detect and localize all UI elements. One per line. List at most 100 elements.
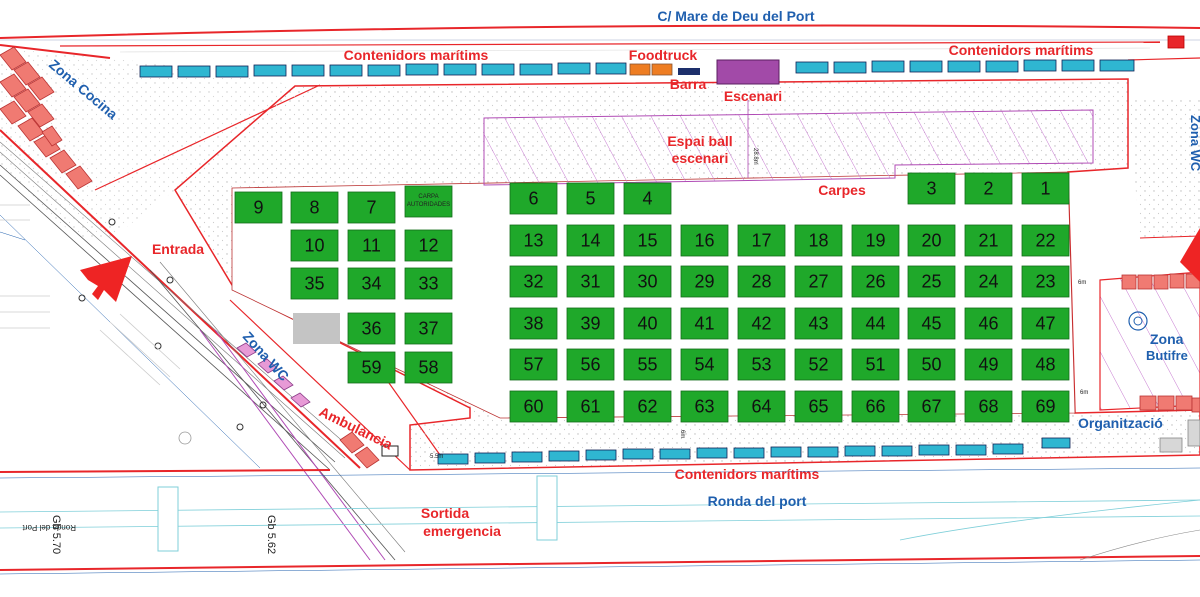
stall-number-6: 6	[528, 189, 538, 209]
stall-number-1: 1	[1040, 179, 1050, 199]
stall-number-41: 41	[694, 314, 714, 334]
carpa-aut-line1: CARPA	[418, 194, 438, 200]
stall-1	[1021, 172, 1070, 205]
stall-number-50: 50	[921, 355, 941, 375]
stall-61	[566, 390, 615, 423]
stall-number-9: 9	[253, 198, 263, 218]
containers-top	[139, 59, 1135, 78]
stall-64	[737, 390, 786, 423]
stall-53	[737, 348, 786, 381]
stall-54	[680, 348, 729, 381]
stall-17	[737, 224, 786, 257]
stall-14	[566, 224, 615, 257]
stall-number-60: 60	[523, 397, 543, 417]
stall-number-65: 65	[808, 397, 828, 417]
zona-wc-right-label: Zona WC	[1188, 115, 1200, 172]
stall-number-24: 24	[978, 272, 998, 292]
stall-number-47: 47	[1035, 314, 1055, 334]
stall-46	[964, 307, 1013, 340]
stall-number-58: 58	[418, 358, 438, 378]
stall-59	[347, 351, 396, 384]
stall-31	[566, 265, 615, 298]
stall-number-42: 42	[751, 314, 771, 334]
stall-9	[234, 191, 283, 224]
stall-5	[566, 182, 615, 215]
stall-25	[907, 265, 956, 298]
stall-number-8: 8	[309, 198, 319, 218]
stall-33	[404, 267, 453, 300]
stall-26	[851, 265, 900, 298]
stall-18	[794, 224, 843, 257]
stall-20	[907, 224, 956, 257]
foodtruck-label: Foodtruck	[629, 47, 698, 63]
stall-69	[1021, 390, 1070, 423]
stall-number-63: 63	[694, 397, 714, 417]
stall-12	[404, 229, 453, 262]
carpa-autoridades	[404, 185, 453, 218]
street-top-label: C/ Mare de Deu del Port	[657, 8, 814, 24]
stall-number-30: 30	[637, 272, 657, 292]
wc-ambulance-blocks	[236, 342, 399, 469]
stall-37	[404, 312, 453, 345]
stall-11	[347, 229, 396, 262]
stall-number-69: 69	[1035, 397, 1055, 417]
containers-top-right-label: Contenidors marítims	[949, 42, 1094, 58]
stall-number-49: 49	[978, 355, 998, 375]
stall-34	[347, 267, 396, 300]
escenari-label: Escenari	[724, 88, 782, 104]
dim-55-label: 5.5m	[430, 454, 443, 460]
stall-number-19: 19	[865, 231, 885, 251]
stall-2	[964, 172, 1013, 205]
stall-19	[851, 224, 900, 257]
stall-number-25: 25	[921, 272, 941, 292]
stall-45	[907, 307, 956, 340]
stall-3	[907, 172, 956, 205]
gb-left-label: Gb 5.70	[50, 515, 62, 554]
ronda-label: Ronda del port	[708, 493, 807, 509]
stall-number-17: 17	[751, 231, 771, 251]
stall-47	[1021, 307, 1070, 340]
stall-13	[509, 224, 558, 257]
espai-ball-label-2: escenari	[672, 150, 729, 166]
stall-number-55: 55	[637, 355, 657, 375]
stall-number-12: 12	[418, 236, 438, 256]
stall-36	[347, 312, 396, 345]
stall-number-37: 37	[418, 319, 438, 339]
gb-mid-label: Gb 5.62	[265, 515, 277, 554]
stall-number-46: 46	[978, 314, 998, 334]
zona-butifrada-label-1: Zona	[1150, 331, 1184, 347]
espai-ball-hatched	[483, 109, 1094, 186]
stall-number-67: 67	[921, 397, 941, 417]
stall-number-44: 44	[865, 314, 885, 334]
stall-6	[509, 182, 558, 215]
stall-number-31: 31	[580, 272, 600, 292]
stall-68	[964, 390, 1013, 423]
containers-bottom-label: Contenidors marítims	[675, 466, 820, 482]
stall-number-62: 62	[637, 397, 657, 417]
stall-40	[623, 307, 672, 340]
stall-39	[566, 307, 615, 340]
stall-27	[794, 265, 843, 298]
stall-number-16: 16	[694, 231, 714, 251]
foodtruck-blocks	[629, 59, 780, 85]
stall-29	[680, 265, 729, 298]
stall-number-26: 26	[865, 272, 885, 292]
right-zone	[1099, 35, 1200, 411]
stall-16	[680, 224, 729, 257]
stall-number-51: 51	[865, 355, 885, 375]
stall-number-5: 5	[585, 189, 595, 209]
espai-ball-label-1: Espai ball	[667, 133, 732, 149]
stall-66	[851, 390, 900, 423]
entrance-arrow-left	[80, 256, 132, 302]
stall-32	[509, 265, 558, 298]
stall-21	[964, 224, 1013, 257]
entrada-label: Entrada	[152, 241, 204, 257]
stall-15	[623, 224, 672, 257]
stall-number-20: 20	[921, 231, 941, 251]
stall-51	[851, 348, 900, 381]
stall-62	[623, 390, 672, 423]
organitzacio-label: Organització	[1078, 415, 1163, 431]
zona-butifrada-label-2: Butifre	[1146, 348, 1188, 363]
stall-number-36: 36	[361, 319, 381, 339]
stall-42	[737, 307, 786, 340]
